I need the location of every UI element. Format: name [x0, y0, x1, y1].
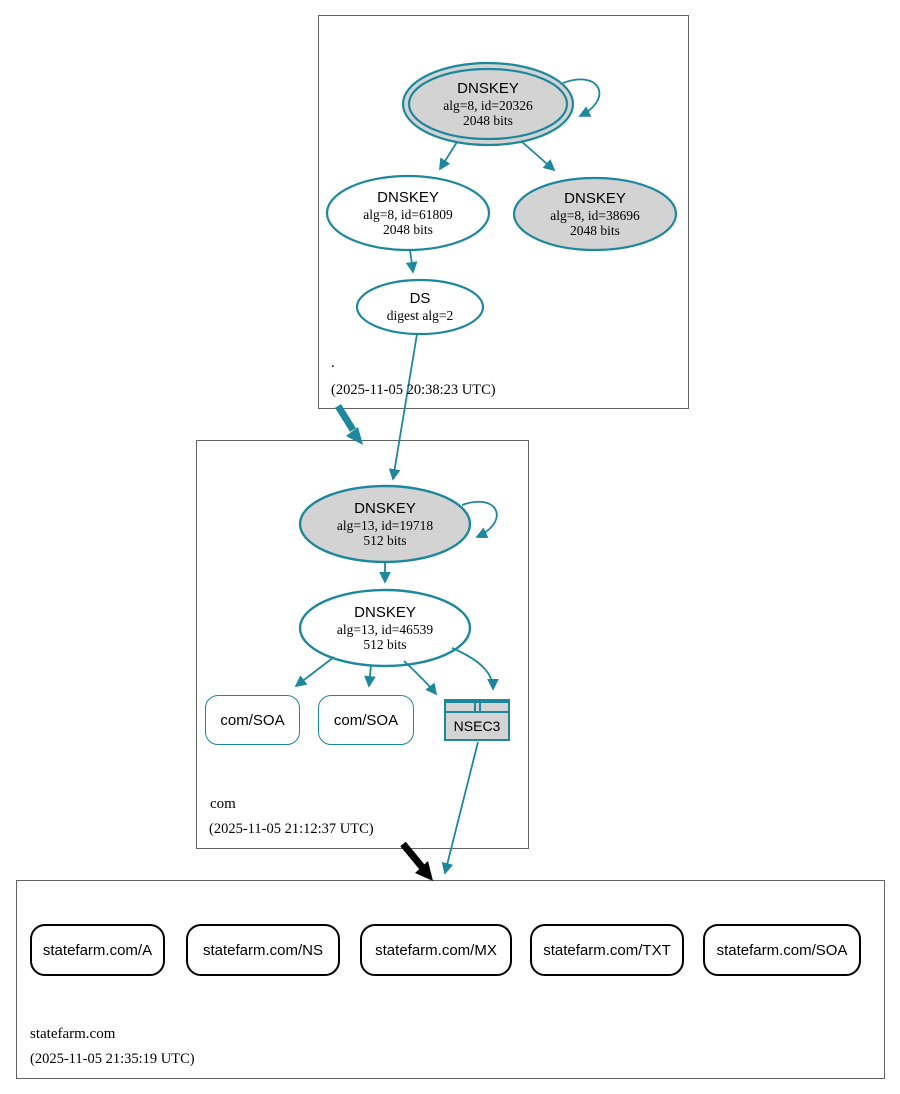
node-com-soa-1[interactable]: com/SOA	[205, 695, 300, 745]
node-dnskey-root-zsk[interactable]: DNSKEY alg=8, id=61809 2048 bits	[363, 189, 453, 237]
edge-ds-to-com-ksk	[388, 333, 418, 481]
node-statefarm-txt[interactable]: statefarm.com/TXT	[530, 924, 684, 976]
node-statefarm-ns[interactable]: statefarm.com/NS	[186, 924, 340, 976]
ellipse-root-ds[interactable]	[355, 278, 485, 336]
zone-timestamp-statefarm: (2025-11-05 21:35:19 UTC)	[30, 1051, 195, 1067]
edge-com-zsk-to-nsec3-left	[403, 660, 438, 696]
node-dnskey-com-ksk[interactable]: DNSKEY alg=13, id=19718 512 bits	[336, 500, 434, 548]
edge-nsec3-to-statefarm	[441, 741, 479, 875]
zone-timestamp-root: (2025-11-05 20:38:23 UTC)	[331, 382, 496, 398]
zone-box-com	[196, 440, 529, 849]
edge-com-zsk-to-soa1	[294, 656, 335, 688]
node-dnskey-root-ksk[interactable]: DNSKEY alg=8, id=20326 2048 bits	[443, 80, 533, 128]
node-dnskey-root-38696[interactable]: DNSKEY alg=8, id=38696 2048 bits	[550, 190, 640, 238]
zone-box-statefarm	[16, 880, 885, 1079]
node-com-soa-2[interactable]: com/SOA	[318, 695, 414, 745]
ellipse-root-ksk-outer[interactable]	[401, 61, 575, 147]
edge-root-ksk-to-key38696	[520, 140, 556, 172]
node-nsec3[interactable]: NSEC3	[444, 699, 510, 741]
arrow-com-to-statefarm-delegation	[400, 841, 433, 881]
ellipse-root-key38696[interactable]	[512, 176, 678, 252]
edge-com-ksk-selfsign-loop	[461, 500, 498, 539]
node-statefarm-soa[interactable]: statefarm.com/SOA	[703, 924, 861, 976]
nsec3-cell-right	[478, 703, 509, 711]
ellipse-root-zsk[interactable]	[325, 174, 491, 252]
zone-box-root	[318, 15, 689, 409]
edge-root-ksk-selfsign-loop	[562, 78, 601, 117]
node-dnskey-com-zsk[interactable]: DNSKEY alg=13, id=46539 512 bits	[336, 604, 434, 652]
zone-timestamp-com: (2025-11-05 21:12:37 UTC)	[209, 821, 374, 837]
node-ds-root[interactable]: DS digest alg=2	[386, 290, 454, 323]
edge-com-zsk-to-nsec3-right	[451, 647, 499, 691]
arrow-root-to-com-delegation	[335, 404, 363, 445]
node-statefarm-a[interactable]: statefarm.com/A	[30, 924, 165, 976]
nsec3-cell-left	[446, 703, 476, 711]
ellipse-com-zsk[interactable]	[298, 588, 472, 668]
nsec3-label: NSEC3	[453, 718, 501, 734]
edge-root-ksk-to-zsk	[439, 141, 458, 171]
edge-root-zsk-to-ds	[405, 249, 418, 274]
zone-label-com: com	[210, 796, 236, 812]
zone-label-root: .	[331, 355, 335, 371]
node-statefarm-mx[interactable]: statefarm.com/MX	[360, 924, 512, 976]
edge-com-zsk-to-soa2	[364, 664, 376, 688]
zone-label-statefarm: statefarm.com	[30, 1026, 116, 1042]
nsec3-top-cells	[446, 701, 508, 713]
ellipse-root-ksk-inner	[407, 67, 569, 141]
